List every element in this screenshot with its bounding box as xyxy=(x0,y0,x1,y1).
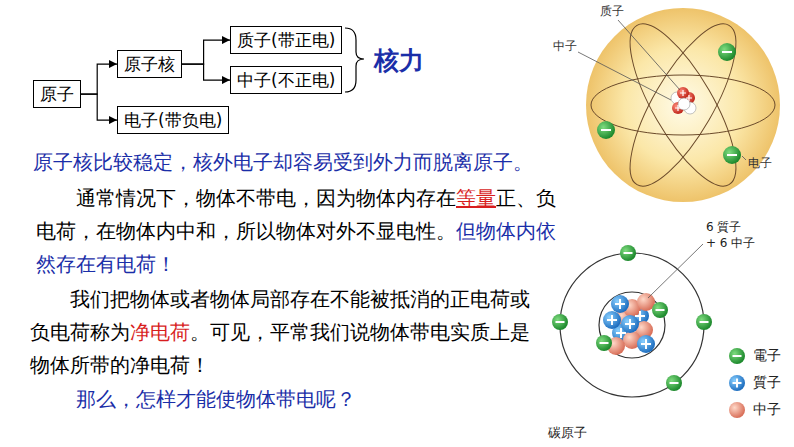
tree-box: 中子(不正电) xyxy=(230,66,342,94)
paragraph: 我们把物体或者物体局部存在不能被抵消的正电荷或负电荷称为净电荷。可见，平常我们说… xyxy=(30,283,530,382)
part-name: 电子 xyxy=(748,155,772,172)
tree-connector xyxy=(81,94,117,120)
body-text: 那么，怎样才能使物体带电呢？ xyxy=(76,387,356,411)
body-text: 净电荷 xyxy=(130,320,190,344)
part-name: 质子 xyxy=(600,3,624,20)
paragraph: 那么，怎样才能使物体带电呢？ xyxy=(36,383,536,416)
body-text: 原子核比较稳定，核外电子却容易受到外力而脱离原子。 xyxy=(33,150,533,174)
tree-box: 质子(带正电) xyxy=(230,26,342,54)
legend-text: 質子 xyxy=(753,374,781,392)
box-label: 电子(带负电) xyxy=(124,110,222,130)
legend-text: 中子 xyxy=(753,401,781,419)
tree-box: 电子(带负电) xyxy=(117,106,229,134)
body-text: 等量 xyxy=(456,186,496,210)
tree-box: 原子 xyxy=(33,80,81,108)
legend-symbol xyxy=(727,373,749,393)
tree-connector xyxy=(81,64,117,94)
legend-item: 質子 xyxy=(727,373,781,393)
box-label: 原子 xyxy=(40,84,74,104)
tree-box: 原子核 xyxy=(117,50,182,78)
box-label: 质子(带正电) xyxy=(237,30,335,50)
box-label: 原子核 xyxy=(124,54,175,74)
atom-model xyxy=(578,8,780,202)
legend-item: 電子 xyxy=(727,346,781,366)
tree-connector xyxy=(182,64,230,80)
legend-text: 電子 xyxy=(753,347,781,365)
caption-label: 碳原子 xyxy=(548,424,587,442)
part-name: + 6 中子 xyxy=(706,235,755,252)
paragraph: 原子核比较稳定，核外电子却容易受到外力而脱离原子。 xyxy=(33,146,593,179)
body-text: 通常情况下，物体不带电，因为物体内存在 xyxy=(76,186,456,210)
tree-connector xyxy=(182,40,230,64)
part-name: 中子 xyxy=(553,38,577,55)
part-name: 6 質子 xyxy=(706,219,741,236)
bracket-label: 核力 xyxy=(374,44,424,77)
legend-symbol xyxy=(727,346,749,366)
box-label: 中子(不正电) xyxy=(237,70,335,90)
brace xyxy=(345,28,364,92)
legend-symbol xyxy=(727,400,749,420)
paragraph: 通常情况下，物体不带电，因为物体内存在等量正、负电荷，在物体内中和，所以物体对外… xyxy=(36,182,571,281)
electron-symbol xyxy=(552,245,712,391)
legend-item: 中子 xyxy=(727,400,781,420)
carbon-atom xyxy=(560,244,704,397)
electron-symbol xyxy=(597,43,741,164)
